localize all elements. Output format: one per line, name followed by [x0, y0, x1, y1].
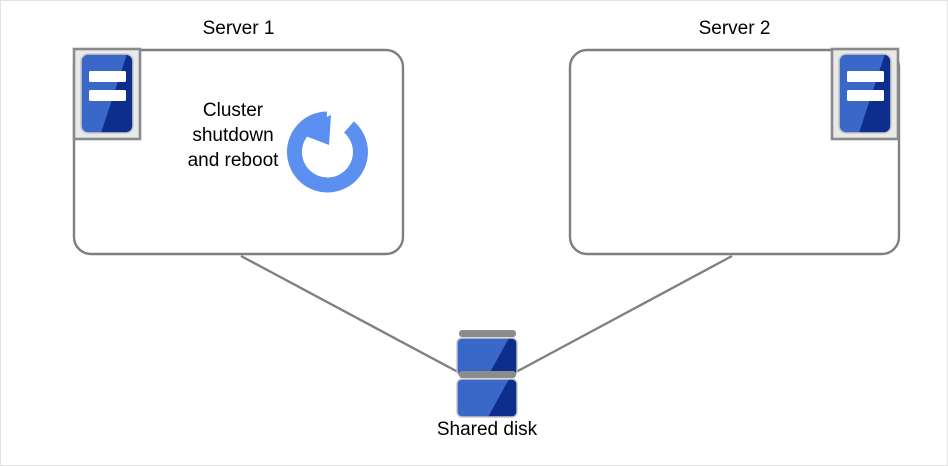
reboot-refresh-icon [286, 111, 368, 193]
disk-band-middle [459, 371, 516, 378]
server1-title: Server 1 [202, 18, 275, 39]
server1-box[interactable] [72, 48, 405, 256]
server-icon-bar-top [847, 71, 884, 82]
connector-server1-to-disk [240, 254, 459, 374]
server1-icon [72, 47, 142, 141]
server-icon-bar-top [89, 71, 126, 82]
server-icon-bar-bottom [847, 90, 884, 101]
disk-band-top [459, 330, 516, 337]
server1-inner-label: Cluster shutdown and reboot [171, 98, 295, 173]
server2-title: Server 2 [698, 18, 771, 39]
connector-group [240, 254, 733, 374]
server2-icon [830, 47, 900, 141]
cluster-line-1: Cluster [202, 100, 264, 121]
cluster-line-2: shutdown [192, 125, 274, 147]
cluster-line-3: and reboot [187, 150, 279, 172]
server-icon-bar-bottom [89, 90, 126, 101]
shared-disk-title: Shared disk [436, 419, 538, 440]
connector-server2-to-disk [515, 254, 733, 374]
server2-box[interactable] [568, 48, 901, 256]
shared-disk-icon [456, 330, 518, 418]
